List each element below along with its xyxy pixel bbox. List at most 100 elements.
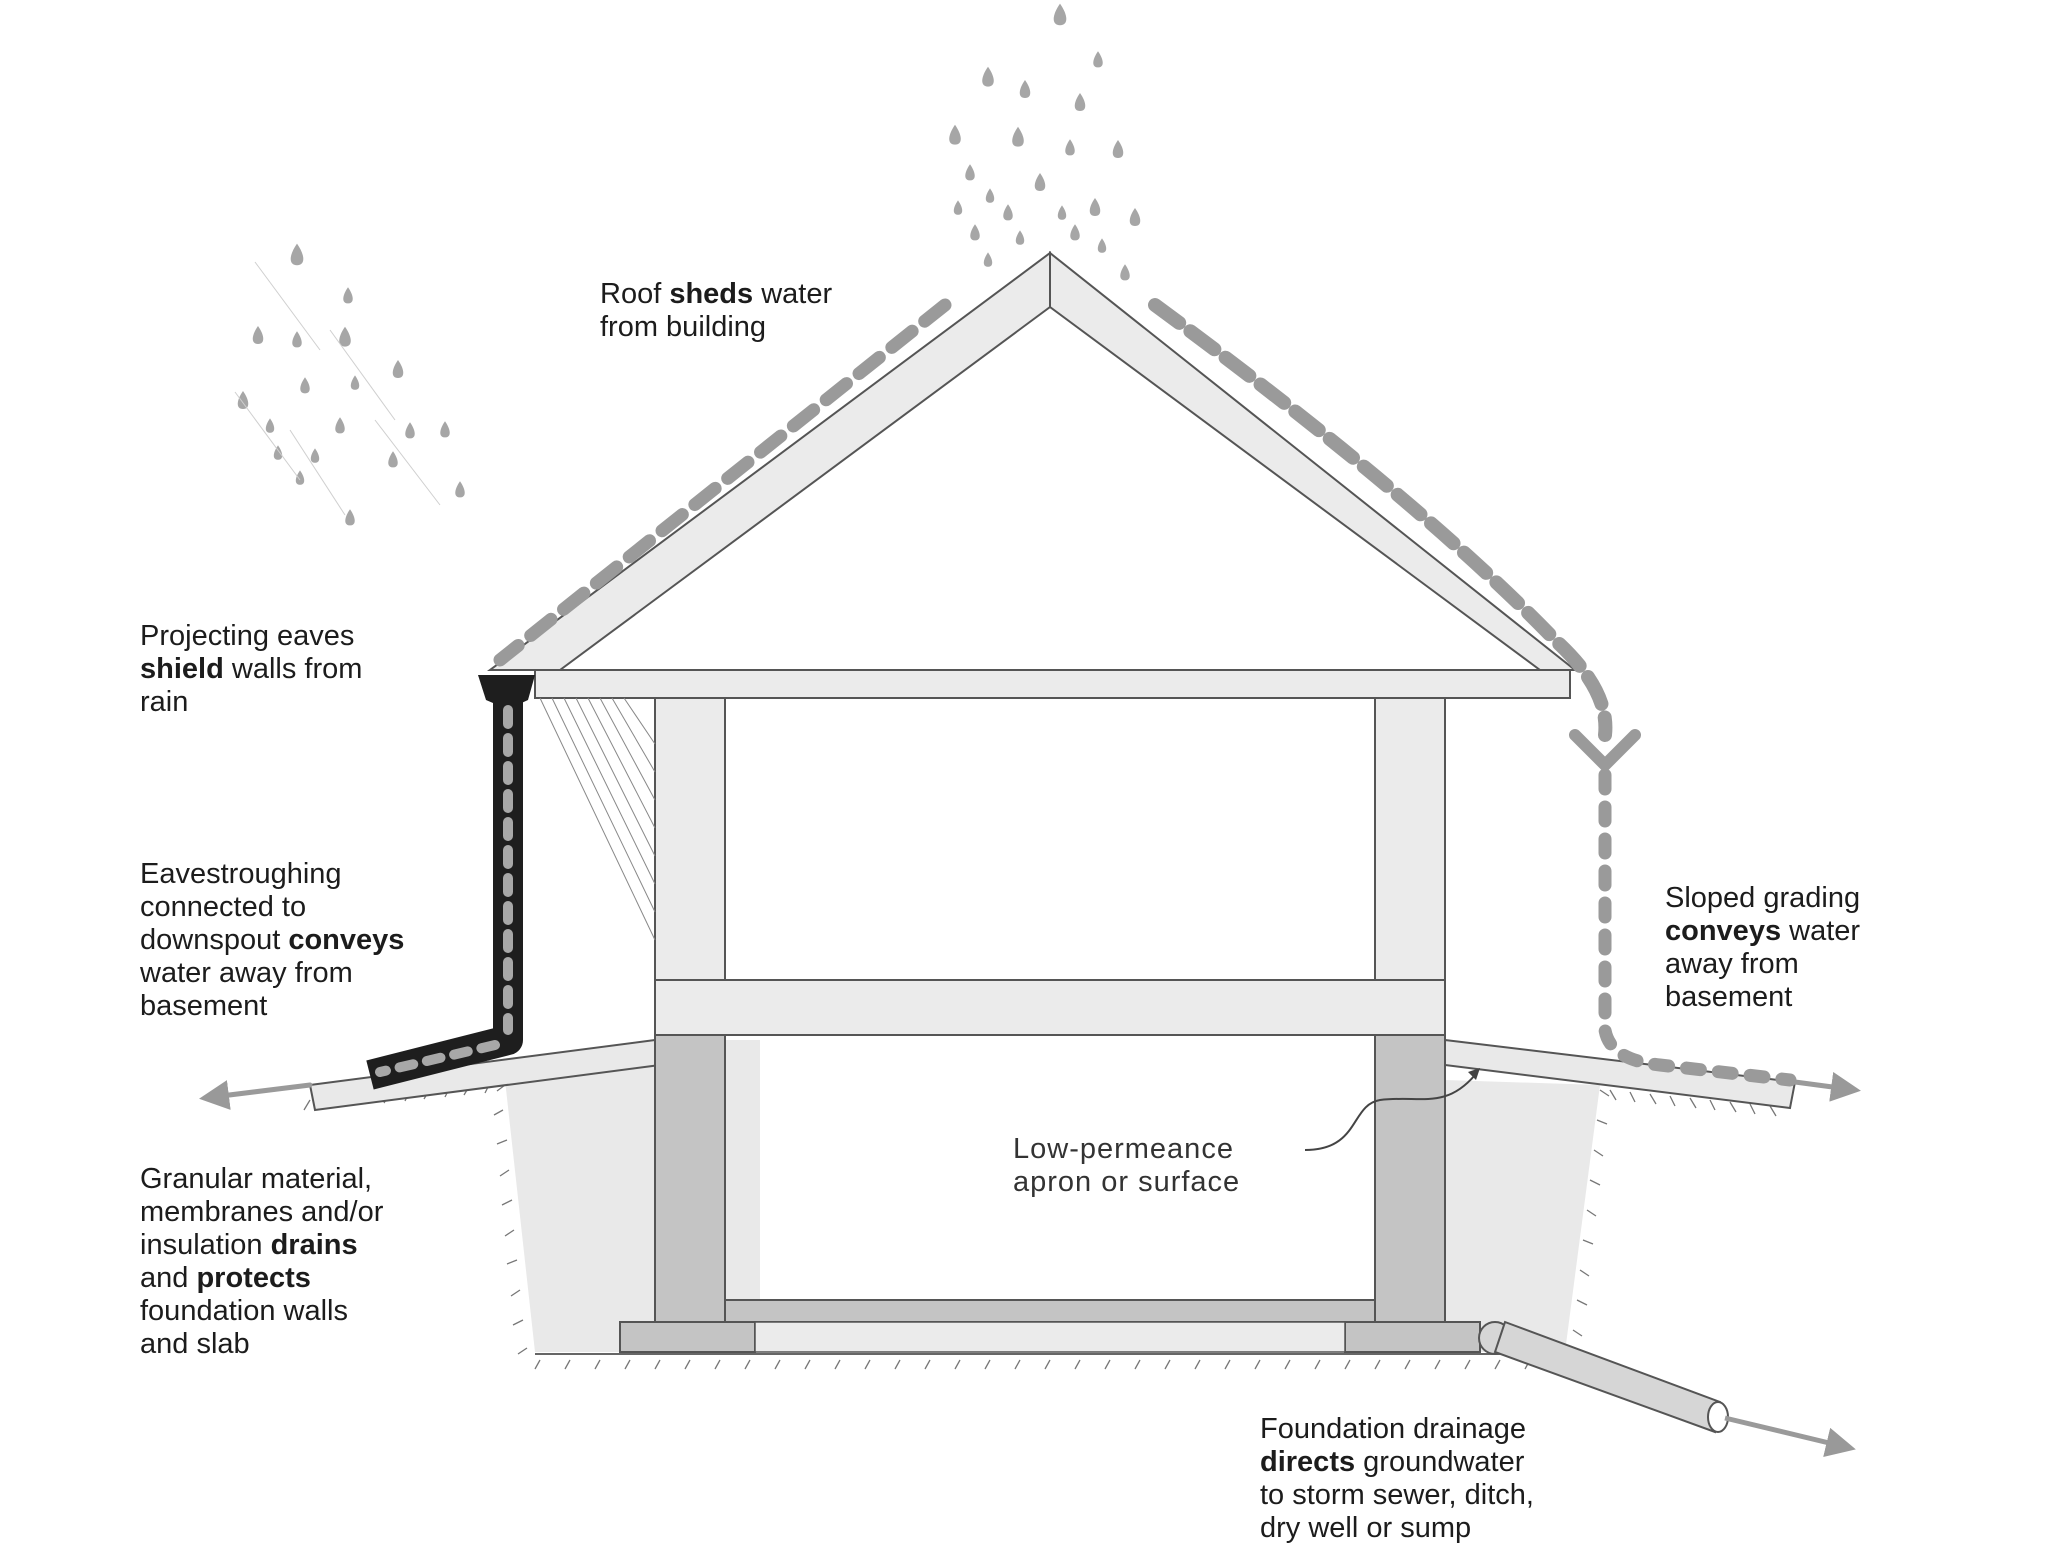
- label-line: dry well or sump: [1260, 1512, 1534, 1545]
- label-emphasis: conveys: [1665, 915, 1782, 947]
- raindrop-icon: [1120, 264, 1130, 281]
- basement-slab: [724, 1299, 1376, 1323]
- label-line: away from: [1665, 948, 1860, 981]
- footing-right: [1344, 1321, 1481, 1353]
- label-line: shield walls from: [140, 653, 362, 686]
- label-text: Low-permeance: [1013, 1133, 1234, 1165]
- raindrop-icon: [392, 360, 404, 378]
- raindrop-icon: [985, 188, 995, 203]
- label-text: groundwater: [1355, 1446, 1525, 1478]
- roof-right-slope: [1049, 250, 1578, 671]
- roof-left-water-flow: [493, 298, 952, 667]
- raindrop-icon: [953, 200, 963, 215]
- label-text: downspout: [140, 924, 289, 956]
- grading-left-arrow: [199, 1080, 313, 1110]
- label-line: insulation drains: [140, 1229, 383, 1262]
- label-line: from building: [600, 311, 832, 344]
- drain-outflow-arrow: [1724, 1415, 1856, 1457]
- ceiling-eaves: [534, 669, 1571, 699]
- rain-streak: [374, 419, 441, 506]
- label-text: water: [753, 278, 833, 310]
- raindrop-icon: [1003, 204, 1013, 221]
- apron-leader-line: [1304, 1074, 1476, 1151]
- raindrop-icon: [350, 375, 360, 390]
- label-text: Granular material,: [140, 1163, 373, 1195]
- label-line: rain: [140, 686, 362, 719]
- footing-left: [619, 1321, 756, 1353]
- foundation-drain: [1478, 1320, 1856, 1457]
- raindrop-icon: [343, 287, 353, 304]
- downspout: [366, 675, 535, 1090]
- raindrop-icon: [1057, 205, 1067, 220]
- raindrop-icon: [290, 243, 304, 266]
- label-text: to storm sewer, ditch,: [1260, 1479, 1534, 1511]
- rain-streak: [234, 391, 301, 481]
- wall-left-upper: [654, 694, 726, 981]
- label-text: apron or surface: [1013, 1166, 1241, 1198]
- label-text: walls from: [223, 653, 363, 685]
- rain: [234, 3, 1141, 526]
- label-line: directs groundwater: [1260, 1446, 1534, 1479]
- label-text: away from: [1665, 948, 1799, 980]
- raindrop-icon: [1053, 3, 1067, 26]
- roof-right-water-flow: [1148, 298, 1613, 742]
- label-emphasis: conveys: [288, 924, 405, 956]
- label-emphasis: sheds: [669, 278, 754, 310]
- raindrop-icon: [1012, 126, 1024, 147]
- label-text: water away from: [140, 957, 353, 989]
- raindrop-icon: [335, 417, 345, 434]
- label-text: Projecting eaves: [140, 620, 355, 652]
- raindrop-icon: [1093, 51, 1103, 68]
- label-line: basement: [140, 990, 404, 1023]
- raindrop-icon: [405, 422, 415, 439]
- raindrop-icon: [252, 326, 264, 344]
- foundation: [619, 1034, 1481, 1353]
- raindrop-icon: [310, 448, 320, 463]
- slab-underlay: [754, 1321, 1346, 1353]
- label-line: connected to: [140, 891, 404, 924]
- raindrop-icon: [1097, 238, 1107, 253]
- eave-shield-hatching: [539, 697, 656, 941]
- raindrop-icon: [455, 481, 465, 498]
- raindrop-icon: [265, 418, 275, 433]
- raindrop-icon: [982, 66, 994, 87]
- raindrop-icon: [1129, 208, 1141, 226]
- raindrop-icon: [1034, 173, 1046, 191]
- water-flow: [199, 298, 1861, 1110]
- raindrop-icon: [1112, 140, 1124, 158]
- label-line: basement: [1665, 981, 1860, 1014]
- raindrop-icon: [388, 451, 398, 468]
- label-text: dry well or sump: [1260, 1512, 1472, 1544]
- label-line: foundation walls: [140, 1295, 383, 1328]
- label-line: Projecting eaves: [140, 620, 362, 653]
- label-line: Low-permeance: [1013, 1133, 1240, 1166]
- label-text: Sloped grading: [1665, 882, 1861, 914]
- building-frame: [486, 250, 1578, 1036]
- label-text: insulation: [140, 1229, 271, 1261]
- label-text: Foundation drainage: [1260, 1413, 1527, 1445]
- raindrop-icon: [273, 445, 283, 460]
- raindrop-icon: [1074, 93, 1086, 111]
- foundation-wall-left: [654, 1034, 726, 1336]
- downspout-outlet-flow: [375, 1040, 500, 1077]
- raindrop-icon: [983, 252, 993, 267]
- raindrop-icon: [440, 421, 450, 438]
- label-line: downspout conveys: [140, 924, 404, 957]
- label-line: Eavestroughing: [140, 858, 404, 891]
- label-text: and slab: [140, 1328, 250, 1360]
- raindrop-icon: [339, 326, 351, 347]
- roof-right-arrowhead: [1569, 729, 1641, 774]
- label-line: and protects: [140, 1262, 383, 1295]
- grading-drip-flow: [1598, 768, 1797, 1087]
- label-text: basement: [140, 990, 268, 1022]
- raindrop-icon: [1019, 80, 1031, 98]
- label-text: from building: [600, 311, 767, 343]
- label-emphasis: drains: [270, 1229, 358, 1261]
